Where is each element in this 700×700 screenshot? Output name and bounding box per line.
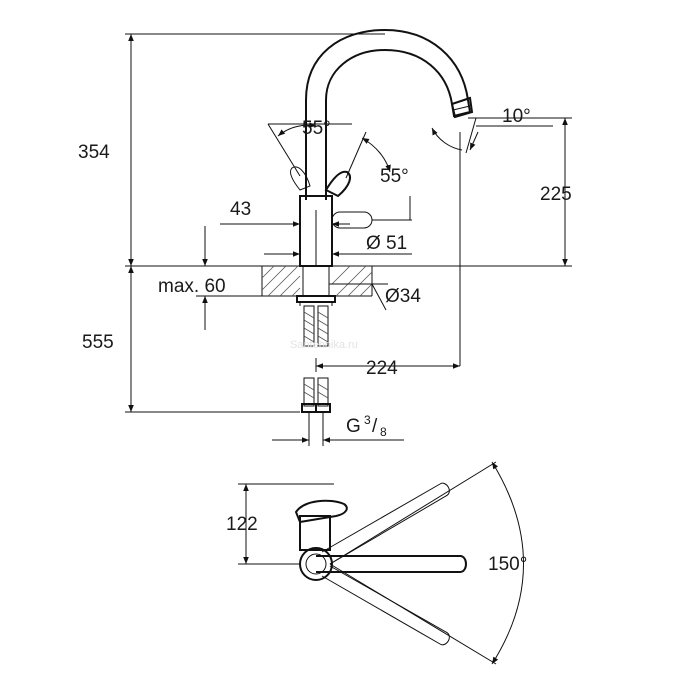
dim-handle-offset: 43	[230, 199, 251, 220]
lever-handle-ghost	[289, 166, 311, 191]
dim-shank-diameter: Ø34	[385, 286, 421, 307]
plan-view: 122 150°	[226, 461, 527, 665]
dim-spout-height: 225	[540, 184, 572, 205]
dim-thread-main: G	[346, 416, 361, 437]
watermark: Santehnika.ru	[290, 339, 358, 351]
lever-angle-line-a	[267, 123, 301, 177]
dim-base-diameter: Ø 51	[366, 233, 407, 254]
swivel-arc	[491, 461, 524, 665]
dim-max-deck: max. 60	[158, 276, 226, 297]
thread-slash: /	[372, 416, 378, 437]
shank	[302, 265, 330, 297]
dim-spout-reach: 224	[366, 358, 398, 379]
plan-spout	[316, 555, 467, 573]
dim-lever-angle-top: 55°	[302, 118, 331, 139]
lever-angle-arc-top	[277, 122, 317, 137]
lever-horizontal-ghost	[331, 211, 373, 229]
plan-body	[299, 515, 331, 551]
dim-thread-den: 8	[380, 425, 387, 439]
dim-spout-angle: 10°	[502, 106, 531, 127]
spout-aerator	[450, 96, 474, 119]
spout-angle-line	[465, 117, 477, 154]
dim-leader-d34	[371, 283, 387, 311]
dim-swivel-angle: 150°	[488, 554, 527, 575]
dim-lever-angle-side: 55°	[380, 166, 409, 187]
deck-hatching	[261, 265, 373, 297]
plan-lever	[294, 499, 348, 524]
lever-angle-arc-side	[361, 137, 391, 173]
dim-below-deck: 555	[82, 332, 114, 353]
spout-angle-arc	[431, 127, 463, 151]
dim-thread-num: 3	[364, 413, 371, 427]
swivel-ray-upper	[329, 461, 497, 565]
dim-plan-depth: 122	[226, 514, 258, 535]
plan-base	[299, 547, 333, 581]
spout-gooseneck	[305, 28, 472, 200]
mounting-nut	[296, 295, 336, 303]
plan-spout-ghost-lower	[321, 565, 450, 646]
dim-total-height: 354	[78, 142, 110, 163]
swivel-ray-lower	[329, 563, 497, 665]
plan-spout-ghost-upper	[321, 482, 450, 565]
lever-handle	[324, 170, 351, 198]
